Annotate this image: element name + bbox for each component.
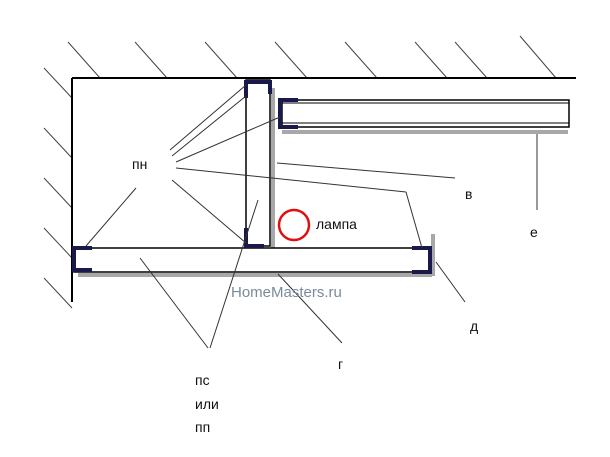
label-d: д (470, 318, 478, 334)
label-v: в (465, 186, 472, 202)
vertical-board (245, 79, 271, 247)
profile-bottom-vertical (244, 228, 264, 248)
label-ps: пс (195, 372, 210, 388)
label-e: е (530, 224, 538, 240)
watermark: HomeMasters.ru (231, 284, 342, 301)
label-ili: или (195, 396, 219, 412)
label-g: г (338, 356, 343, 372)
label-lamp: лампа (316, 216, 357, 232)
profile-upper-board (278, 98, 298, 129)
label-pp: пп (195, 419, 210, 435)
ceiling-hatching (67, 35, 557, 79)
profile-wall (72, 246, 92, 272)
lamp-icon (277, 208, 311, 242)
wall-hatching (43, 67, 73, 309)
profiles (72, 80, 432, 274)
lower-board (73, 247, 431, 273)
leader-lines (85, 84, 538, 349)
label-pn: пн (132, 156, 147, 172)
